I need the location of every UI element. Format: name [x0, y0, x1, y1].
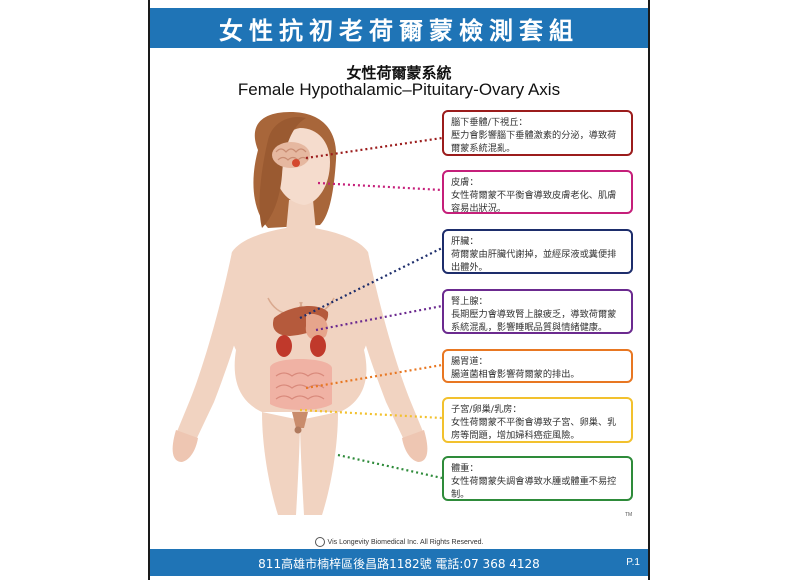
callout-liver: 肝臟： 荷爾蒙由肝臟代謝掉，並經尿液或糞便排出體外。 [442, 229, 633, 274]
callout-desc: 壓力會影響腦下垂體激素的分泌，導致荷爾蒙系統混亂。 [451, 130, 617, 154]
page-border-left [148, 0, 150, 580]
callout-title: 腦下垂體/下視丘： [451, 117, 528, 128]
figure-title-en: Female Hypothalamic–Pituitary-Ovary Axis [237, 80, 561, 99]
trademark-mark: TM [625, 512, 633, 518]
copyright-line: Vis Longevity Biomedical Inc. All Rights… [150, 537, 648, 547]
callout-skin: 皮膚： 女性荷爾蒙不平衡會導致皮膚老化、肌膚容易出狀況。 [442, 170, 633, 214]
title-banner: 女性抗初老荷爾蒙檢測套組 [150, 8, 648, 48]
callout-title: 皮膚： [451, 177, 479, 188]
callout-desc: 女性荷爾蒙失調會導致水腫或體重不易控制。 [451, 476, 617, 500]
callout-title: 肝臟： [451, 236, 479, 247]
footer-address: 811高雄市楠梓區後昌路1182號 電話:07 368 4128 [258, 557, 540, 571]
callout-weight: 體重： 女性荷爾蒙失調會導致水腫或體重不易控制。 [442, 456, 633, 501]
callout-desc: 女性荷爾蒙不平衡會導致子宮、卵巢、乳房等問題，增加婦科癌症風險。 [451, 417, 617, 441]
callout-adrenal: 腎上腺： 長期壓力會導致腎上腺疲乏，導致荷爾蒙系統混亂，影響睡眠品質與情緒健康。 [442, 289, 633, 334]
copyright-text: Vis Longevity Biomedical Inc. All Rights… [327, 538, 484, 546]
callout-gut: 腸胃道： 腸道菌相會影響荷爾蒙的排出。 [442, 349, 633, 383]
page-number: P.1 [626, 557, 640, 568]
callout-desc: 長期壓力會導致腎上腺疲乏，導致荷爾蒙系統混亂，影響睡眠品質與情緒健康。 [451, 309, 617, 333]
callout-desc: 腸道菌相會影響荷爾蒙的排出。 [451, 369, 580, 380]
callout-title: 腎上腺： [451, 296, 488, 307]
footer-bar: 811高雄市楠梓區後昌路1182號 電話:07 368 4128 P.1 [150, 549, 648, 576]
figure-title-zh: 女性荷爾蒙系統 [346, 64, 452, 82]
page-border-right [648, 0, 650, 580]
callout-pituitary: 腦下垂體/下視丘： 壓力會影響腦下垂體激素的分泌，導致荷爾蒙系統混亂。 [442, 110, 633, 156]
callout-desc: 荷爾蒙由肝臟代謝掉，並經尿液或糞便排出體外。 [451, 249, 617, 273]
copyright-icon [314, 537, 325, 547]
callout-title: 子宮/卵巢/乳房： [451, 404, 522, 415]
callout-title: 腸胃道： [451, 356, 488, 367]
callout-title: 體重： [451, 463, 479, 474]
callout-reproductive: 子宮/卵巢/乳房： 女性荷爾蒙不平衡會導致子宮、卵巢、乳房等問題，增加婦科癌症風… [442, 397, 633, 443]
callout-desc: 女性荷爾蒙不平衡會導致皮膚老化、肌膚容易出狀況。 [451, 190, 617, 214]
